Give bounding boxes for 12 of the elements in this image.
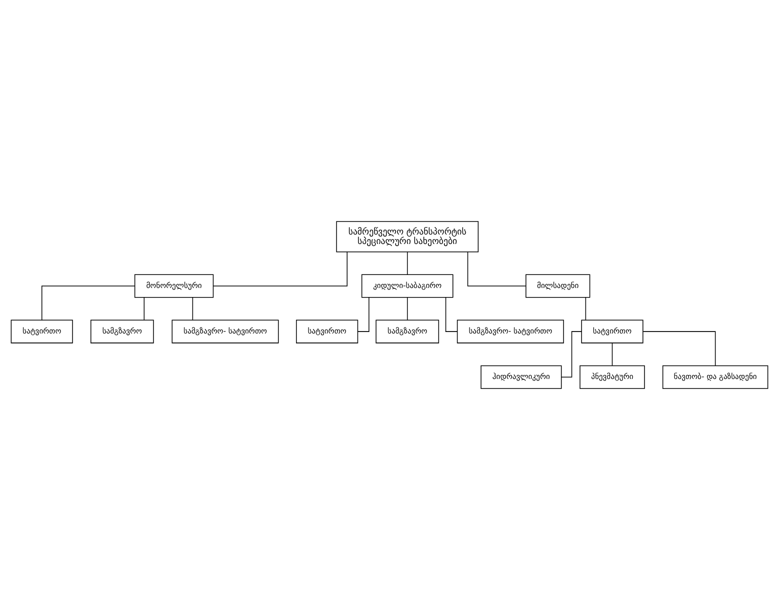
connector [467, 251, 526, 286]
connector [212, 251, 348, 286]
connector [642, 330, 716, 366]
connector [406, 251, 408, 274]
connector [585, 296, 586, 320]
connector [406, 296, 408, 320]
connector [192, 296, 194, 320]
node-box: სამრეწველო ტრანსპორტის სპეციალური სახეობები [336, 220, 479, 252]
connector [41, 285, 136, 320]
connector [612, 342, 613, 366]
connector [144, 296, 145, 320]
connector [561, 330, 582, 377]
